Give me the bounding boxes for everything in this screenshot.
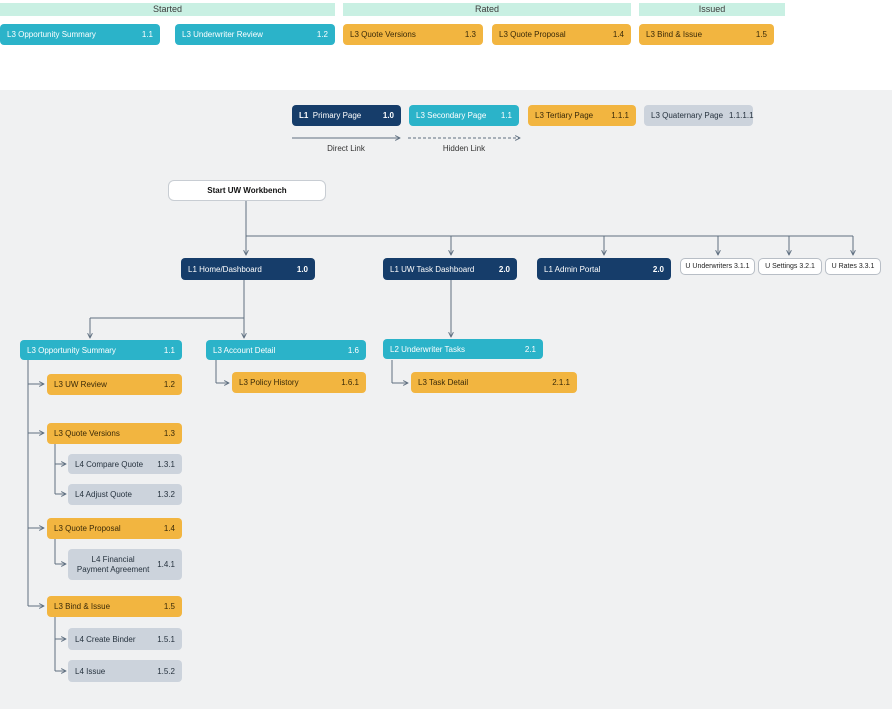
node-number: 1.5.2 — [157, 666, 175, 676]
node-label: L3 Underwriter Review — [182, 30, 263, 39]
node-label: U Rates 3.3.1 — [831, 263, 875, 270]
legend-number: 1.0 — [382, 111, 394, 120]
l4-create-binder[interactable]: L4 Create Binder 1.5.1 — [68, 628, 182, 650]
l1-home-dashboard[interactable]: L1 Home/Dashboard 1.0 — [181, 258, 315, 280]
node-number: 1.3 — [163, 429, 175, 438]
node-label: L4 Adjust Quote — [75, 490, 132, 499]
node-number: 2.0 — [498, 264, 510, 274]
node-label: L3 Bind & Issue — [646, 30, 703, 39]
small-page-3[interactable]: U Rates 3.3.1 — [825, 258, 881, 275]
node-number: 1.1 — [141, 30, 153, 39]
node-number: 1.5 — [755, 30, 767, 39]
small-page-2[interactable]: U Settings 3.2.1 — [758, 258, 822, 275]
node-number: 1.6 — [347, 345, 359, 355]
l3-quote-proposal[interactable]: L3 Quote Proposal 1.4 — [47, 518, 182, 539]
legend-label: L3 Tertiary Page — [535, 111, 594, 120]
node-label: L4 Issue — [75, 666, 106, 676]
node-label: L1 UW Task Dashboard — [390, 264, 475, 274]
legend-hidden-link-label: Hidden Link — [442, 144, 486, 153]
journey-quote-proposal[interactable]: L3 Quote Proposal 1.4 — [492, 24, 631, 45]
legend-label: L3 Quaternary Page — [651, 111, 724, 120]
node-label: L4 Compare Quote — [75, 459, 144, 469]
node-number: 1.4 — [612, 30, 624, 39]
legend-tertiary-page: L3 Tertiary Page 1.1.1 — [528, 105, 636, 126]
node-number: 1.0 — [296, 264, 308, 274]
node-number: 2.0 — [652, 264, 664, 274]
node-number: 1.4.1 — [157, 560, 175, 569]
small-page-1[interactable]: U Underwriters 3.1.1 — [680, 258, 755, 275]
node-number: 1.5 — [163, 602, 175, 611]
legend-primary-page: L1 Primary Page 1.0 — [292, 105, 401, 126]
node-label: L3 Task Detail — [418, 378, 469, 387]
journey-underwriter-review[interactable]: L3 Underwriter Review 1.2 — [175, 24, 335, 45]
l4-compare-quote[interactable]: L4 Compare Quote 1.3.1 — [68, 454, 182, 474]
l3-uw-review[interactable]: L3 UW Review 1.2 — [47, 374, 182, 395]
node-label: L3 Quote Proposal — [54, 524, 121, 533]
node-label: L3 Opportunity Summary — [7, 30, 96, 39]
node-label: U Settings 3.2.1 — [765, 263, 815, 270]
node-number: 1.4 — [163, 524, 175, 533]
node-label: L2 Underwriter Tasks — [390, 344, 465, 354]
node-number: 1.3.1 — [157, 459, 175, 469]
legend-number: 1.1 — [500, 111, 512, 120]
node-label: L3 Account Detail — [213, 345, 276, 355]
node-label: L1 Admin Portal — [544, 264, 601, 274]
node-number: 1.5.1 — [157, 634, 175, 644]
legend-quaternary-page: L3 Quaternary Page 1.1.1.1 — [644, 105, 754, 126]
phase-issued: Issued — [639, 3, 785, 16]
l3-bind-issue[interactable]: L3 Bind & Issue 1.5 — [47, 596, 182, 617]
l4-adjust-quote[interactable]: L4 Adjust Quote 1.3.2 — [68, 484, 182, 505]
journey-bind-issue[interactable]: L3 Bind & Issue 1.5 — [639, 24, 774, 45]
node-number: 2.1.1 — [552, 378, 570, 387]
l2-account-detail[interactable]: L3 Account Detail 1.6 — [206, 340, 366, 360]
node-number: 1.3.2 — [157, 490, 175, 499]
start-uw-workbench[interactable]: Start UW Workbench — [168, 180, 326, 201]
node-number: 1.3 — [464, 30, 476, 39]
node-label: L3 Quote Versions — [350, 30, 416, 39]
l2-opportunity-summary[interactable]: L3 Opportunity Summary 1.1 — [20, 340, 182, 360]
phase-rated: Rated — [343, 3, 631, 16]
l3-task-detail[interactable]: L3 Task Detail 2.1.1 — [411, 372, 577, 393]
node-label: L3 Bind & Issue — [54, 602, 111, 611]
legend-number: 1.1.1 — [611, 111, 629, 120]
node-label: L4 Create Binder — [75, 634, 136, 644]
node-label: U Underwriters 3.1.1 — [685, 263, 750, 270]
l3-policy-history[interactable]: L3 Policy History 1.6.1 — [232, 372, 366, 393]
node-label: L3 Quote Versions — [54, 429, 120, 438]
legend-secondary-page: L3 Secondary Page 1.1 — [409, 105, 519, 126]
node-label: L3 UW Review — [54, 380, 107, 389]
node-label: L3 Opportunity Summary — [27, 345, 116, 355]
l1-admin-portal[interactable]: L1 Admin Portal 2.0 — [537, 258, 671, 280]
node-number: 1.2 — [163, 380, 175, 389]
legend-label: Primary Page — [312, 111, 362, 120]
phase-started: Started — [0, 3, 335, 16]
legend-number: 1.1.1.1 — [729, 111, 754, 120]
legend-direct-link-label: Direct Link — [327, 144, 365, 153]
node-number: 1.1 — [163, 345, 175, 355]
l1-uw-task-dashboard[interactable]: L1 UW Task Dashboard 2.0 — [383, 258, 517, 280]
journey-opportunity-summary[interactable]: L3 Opportunity Summary 1.1 — [0, 24, 160, 45]
node-label: L3 Policy History — [239, 378, 299, 387]
l4-issue[interactable]: L4 Issue 1.5.2 — [68, 660, 182, 682]
node-label: L4 Financial Payment Agreement — [76, 554, 150, 574]
node-label: L3 Quote Proposal — [499, 30, 566, 39]
node-number: 1.2 — [316, 30, 328, 39]
l2-underwriter-tasks[interactable]: L2 Underwriter Tasks 2.1 — [383, 339, 543, 359]
l4-financial-payment-agreement[interactable]: L4 Financial Payment Agreement 1.4.1 — [68, 549, 182, 580]
legend-prefix: L1 — [299, 111, 309, 120]
node-number: 1.6.1 — [341, 378, 359, 387]
l3-quote-versions[interactable]: L3 Quote Versions 1.3 — [47, 423, 182, 444]
node-number: 2.1 — [524, 344, 536, 354]
legend-label: L3 Secondary Page — [416, 111, 487, 120]
journey-quote-versions[interactable]: L3 Quote Versions 1.3 — [343, 24, 483, 45]
node-label: L1 Home/Dashboard — [188, 264, 262, 274]
